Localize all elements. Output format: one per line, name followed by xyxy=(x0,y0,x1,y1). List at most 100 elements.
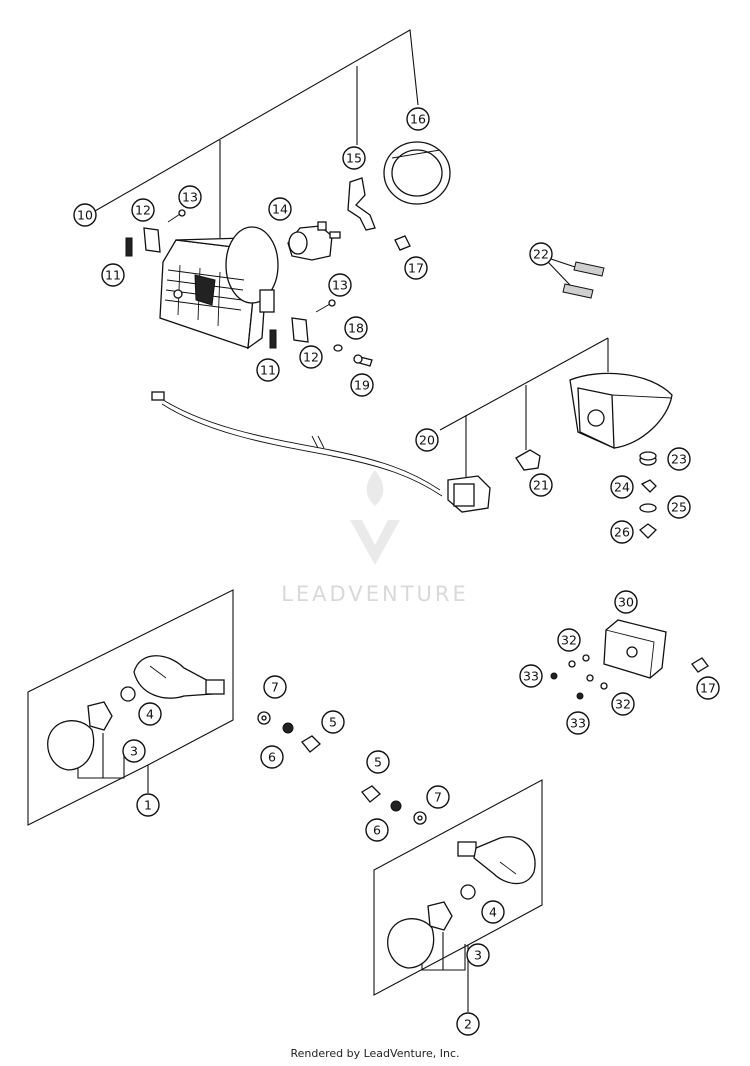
svg-text:22: 22 xyxy=(533,247,549,262)
svg-text:10: 10 xyxy=(77,208,93,223)
svg-text:12: 12 xyxy=(303,350,319,365)
callout-17-top: 17 xyxy=(404,256,428,280)
nut-5-top xyxy=(301,735,321,753)
callout-22: 22 xyxy=(529,242,553,266)
small-bulb-17-lower xyxy=(691,657,709,673)
svg-text:7: 7 xyxy=(434,790,442,805)
callout-12-lower: 12 xyxy=(299,345,323,369)
callout-4-lower: 4 xyxy=(481,900,505,924)
callout-2: 2 xyxy=(456,1012,480,1036)
small-bulb-top xyxy=(394,235,411,251)
nut-26 xyxy=(639,523,657,539)
headlight-bracket xyxy=(347,177,376,231)
indicator-lens-2 xyxy=(387,918,435,969)
callout-18: 18 xyxy=(344,316,368,340)
callout-6-top: 6 xyxy=(260,745,284,769)
callout-20: 20 xyxy=(415,428,439,452)
lockwasher-6-top xyxy=(282,722,294,734)
svg-text:23: 23 xyxy=(671,452,687,467)
screw-13-top xyxy=(167,209,186,223)
svg-text:26: 26 xyxy=(614,525,630,540)
callout-33-top: 33 xyxy=(519,664,543,688)
svg-text:18: 18 xyxy=(348,321,364,336)
svg-text:5: 5 xyxy=(374,755,382,770)
svg-text:19: 19 xyxy=(354,378,370,393)
indicator-bulb-2 xyxy=(460,884,476,900)
indicator-bulb-1 xyxy=(120,686,136,702)
svg-text:15: 15 xyxy=(346,151,362,166)
svg-text:2: 2 xyxy=(464,1017,472,1032)
callout-13-top: 13 xyxy=(178,185,202,209)
callout-25: 25 xyxy=(667,495,691,519)
washer-7-lower xyxy=(413,811,427,825)
nuts-33 xyxy=(550,672,584,700)
washer-7-top xyxy=(257,711,271,725)
svg-text:6: 6 xyxy=(373,823,381,838)
callout-21: 21 xyxy=(529,473,553,497)
grommet-23 xyxy=(639,451,657,466)
callout-32-lower: 32 xyxy=(611,692,635,716)
nut-24 xyxy=(640,479,657,493)
callout-24: 24 xyxy=(610,475,634,499)
svg-text:3: 3 xyxy=(474,948,482,963)
callout-1: 1 xyxy=(136,793,160,817)
callout-30: 30 xyxy=(614,590,638,614)
callout-5-lower: 5 xyxy=(366,750,390,774)
svg-text:32: 32 xyxy=(615,697,631,712)
svg-text:4: 4 xyxy=(146,707,154,722)
callout-11-lower: 11 xyxy=(256,358,280,382)
callout-3-top: 3 xyxy=(122,739,146,763)
svg-text:17: 17 xyxy=(700,681,716,696)
footer-credit: Rendered by LeadVenture, Inc. xyxy=(290,1047,460,1060)
callout-4-top: 4 xyxy=(138,702,162,726)
nut-5-lower xyxy=(361,785,381,803)
svg-text:20: 20 xyxy=(419,433,435,448)
callout-11-top: 11 xyxy=(101,263,125,287)
washer-18 xyxy=(333,344,343,352)
screw-13-lower xyxy=(315,299,336,313)
headlight-housing xyxy=(159,226,279,350)
svg-text:12: 12 xyxy=(135,203,151,218)
callout-6-lower: 6 xyxy=(365,818,389,842)
svg-text:7: 7 xyxy=(271,680,279,695)
svg-text:6: 6 xyxy=(268,750,276,765)
svg-text:11: 11 xyxy=(105,268,121,283)
svg-text:13: 13 xyxy=(182,190,198,205)
washers-32 xyxy=(568,654,608,690)
svg-text:17: 17 xyxy=(408,261,424,276)
callout-26: 26 xyxy=(610,520,634,544)
svg-text:33: 33 xyxy=(523,669,539,684)
headlight-ring xyxy=(383,141,451,205)
svg-text:3: 3 xyxy=(130,744,138,759)
callout-33-lower: 33 xyxy=(566,711,590,735)
svg-text:11: 11 xyxy=(260,363,276,378)
callout-12-top: 12 xyxy=(131,198,155,222)
callout-7-top: 7 xyxy=(263,675,287,699)
leader-lines xyxy=(27,29,609,1012)
callout-16: 16 xyxy=(406,107,430,131)
indicator-lens-1 xyxy=(47,720,95,771)
svg-text:21: 21 xyxy=(533,478,549,493)
lockwasher-6-lower xyxy=(390,800,402,812)
indicator-body-1 xyxy=(133,655,225,699)
svg-text:13: 13 xyxy=(332,278,348,293)
svg-text:1: 1 xyxy=(144,798,152,813)
callout-15: 15 xyxy=(342,146,366,170)
callout-32-top: 32 xyxy=(557,628,581,652)
svg-text:30: 30 xyxy=(618,595,634,610)
watermark-text: LEADVENTURE xyxy=(281,582,469,606)
callout-19: 19 xyxy=(350,373,374,397)
svg-text:33: 33 xyxy=(570,716,586,731)
callout-23: 23 xyxy=(667,447,691,471)
callout-5-top: 5 xyxy=(321,710,345,734)
svg-text:32: 32 xyxy=(561,633,577,648)
pads-22 xyxy=(562,261,605,299)
callout-14: 14 xyxy=(268,197,292,221)
indicator-socket-1 xyxy=(87,701,113,731)
clip-12-top xyxy=(143,227,161,253)
indicator-body-2 xyxy=(457,836,536,885)
callouts: 10 12 13 11 14 15 16 17 22 13 18 12 11 1… xyxy=(73,107,720,1036)
svg-text:14: 14 xyxy=(272,202,288,217)
washer-25 xyxy=(639,503,657,513)
